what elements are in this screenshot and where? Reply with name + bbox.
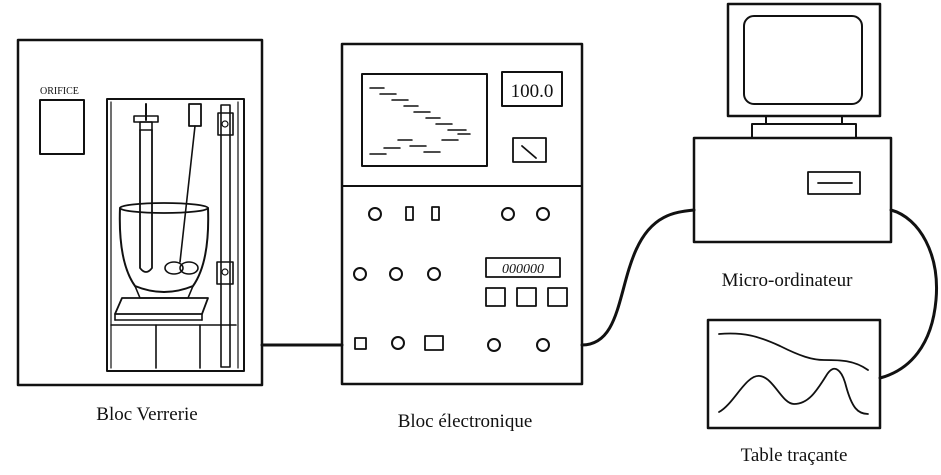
- orifice-label: ORIFICE: [40, 86, 79, 97]
- heating-plate: [114, 297, 209, 321]
- table-tracante: Table traçante: [706, 318, 882, 466]
- counter-display: [485, 257, 561, 278]
- digital-display-value: 100.0: [511, 81, 554, 102]
- controls-row-3: [354, 335, 550, 352]
- oscilloscope-screen: [361, 73, 488, 167]
- cable-ordinateur-table: [878, 208, 939, 380]
- bloc-electronique: 100.0 000000: [340, 42, 584, 432]
- computer-case: [692, 136, 893, 244]
- disk-drive-icon: [807, 171, 861, 195]
- gauge-meter-icon: [512, 137, 547, 163]
- bloc-verrerie: ORIFICE: [16, 38, 264, 425]
- controls-row-1: [368, 206, 550, 221]
- base-blocks: [110, 324, 237, 369]
- digital-display: [501, 71, 563, 107]
- micro-ordinateur: Micro-ordinateur: [692, 2, 893, 291]
- micro-ordinateur-label: Micro-ordinateur: [722, 270, 854, 291]
- beaker: [118, 202, 210, 299]
- counter-value: 000000: [502, 262, 544, 277]
- orifice-window: [39, 99, 85, 155]
- stirrer: [164, 103, 202, 275]
- glassware-cabinet: [106, 98, 245, 372]
- probe-tube: [133, 103, 159, 273]
- controls-row-2: 000000: [353, 257, 568, 307]
- bloc-electronique-label: Bloc électronique: [398, 411, 533, 432]
- table-tracante-label: Table traçante: [741, 445, 848, 466]
- plot-curve-icon: [718, 332, 869, 415]
- cable-electronique-ordinateur: [580, 208, 696, 347]
- support-rod: [216, 104, 234, 368]
- bloc-verrerie-label: Bloc Verrerie: [96, 404, 197, 425]
- monitor-screen-icon: [726, 2, 882, 139]
